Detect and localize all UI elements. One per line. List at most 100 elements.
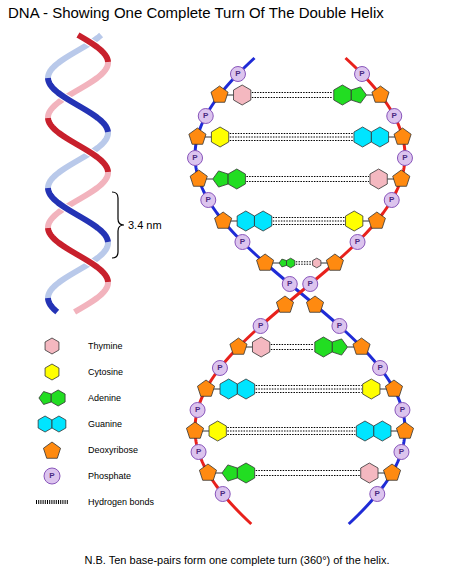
helix-strand-front [48, 228, 108, 282]
base [354, 127, 389, 147]
phosphate-circle [332, 319, 347, 334]
base-ring [354, 127, 371, 147]
phosphate-label: P [220, 489, 225, 498]
legend-line [36, 500, 68, 504]
hydrogen-bond [252, 97, 333, 98]
legend-text: Hydrogen bonds [88, 497, 154, 507]
legend-ring [52, 416, 66, 432]
base-pairs [186, 85, 413, 483]
deoxyribose-sugar [215, 212, 232, 228]
phosphate-label: P [399, 447, 404, 456]
helix-strand-front [48, 188, 108, 242]
hydrogen-bond [230, 133, 353, 134]
hydrogen-bond [273, 224, 345, 225]
base-ring [374, 421, 391, 441]
phosphate-label: P [359, 69, 364, 78]
hydrogen-bond [230, 137, 353, 138]
phosphate-circle [212, 361, 227, 376]
phosphate-label: P [377, 363, 382, 372]
legend-circle [44, 468, 60, 484]
deoxyribose-sugar [353, 338, 370, 354]
legend-text: Guanine [88, 419, 122, 429]
phosphate-circle [253, 319, 268, 334]
base-ring [222, 465, 237, 481]
base [334, 85, 367, 105]
base [370, 169, 387, 189]
phosphate-label: P [392, 111, 397, 120]
legend-text: Adenine [88, 393, 121, 403]
phosphate-circle [201, 193, 216, 208]
base [363, 379, 380, 399]
helix-strand-edge [48, 118, 108, 172]
base [346, 211, 363, 231]
legend-swatch [30, 490, 74, 514]
base-ring [252, 337, 269, 357]
base-ring [286, 258, 294, 268]
base [361, 463, 378, 483]
legend-ring [45, 338, 59, 354]
deoxyribose-sugar [306, 296, 323, 312]
hydrogen-bond [252, 92, 333, 93]
phosphate-circle [191, 445, 206, 460]
base-ring [279, 259, 286, 267]
base [356, 421, 391, 441]
phosphate-label: P [235, 69, 240, 78]
base [209, 421, 226, 441]
legend-ring [45, 364, 59, 380]
phosphate-circle [355, 67, 370, 82]
helix-strand-front [48, 298, 57, 312]
dimension-label: 3.4 nm [128, 219, 162, 232]
legend-text: Deoxyribose [88, 445, 138, 455]
deoxyribose-sugar [385, 380, 402, 396]
base-ring [313, 258, 321, 268]
hydrogen-bond [227, 434, 355, 435]
legend-swatch [30, 334, 74, 358]
phosphate-label: P [308, 279, 313, 288]
base-ring [237, 463, 254, 483]
phosphate-label: P [192, 153, 197, 162]
phosphate-circle [235, 235, 250, 250]
phosphate-circle [215, 487, 230, 502]
base [279, 258, 295, 268]
legend-ring [39, 392, 51, 405]
phosphate-label: P [240, 237, 245, 246]
base-ring [220, 379, 237, 399]
legend-swatch [30, 360, 74, 384]
hydrogen-bond [256, 385, 362, 386]
deoxyribose-sugar [257, 254, 274, 270]
helix-detail [186, 58, 413, 524]
phosphate-label: P [375, 489, 380, 498]
legend-ring [38, 416, 52, 432]
hydrogen-bond [271, 349, 314, 350]
helix-strand-edge [48, 228, 108, 282]
deoxyribose-sugar [372, 86, 389, 102]
phosphate-circle [394, 445, 409, 460]
deoxyribose-sugar [211, 86, 228, 102]
phosphate-circle [395, 403, 410, 418]
base-ring [346, 211, 363, 231]
phosphate-circle [350, 235, 365, 250]
legend-text: Phosphate [88, 471, 131, 481]
phosphate-circle [230, 67, 245, 82]
base-ring [315, 337, 332, 357]
phosphate-label: P [287, 279, 292, 288]
base-ring [363, 379, 380, 399]
hydrogen-bond [273, 217, 345, 218]
base-ring [237, 211, 254, 231]
phosphate-label: P [203, 111, 208, 120]
base-ring [209, 421, 226, 441]
hydrogen-bond [256, 470, 360, 471]
deoxyribose-sugar [199, 464, 216, 480]
base [237, 211, 272, 231]
deoxyribose-sugar [189, 128, 206, 144]
hydrogen-bond [246, 181, 369, 182]
legend-swatch [30, 412, 74, 436]
legend-text: Thymine [88, 341, 123, 351]
base-ring [370, 169, 387, 189]
phosphate-label: P [355, 237, 360, 246]
legend-text: Cytosine [88, 367, 123, 377]
phosphate-label: P [49, 471, 54, 480]
base-ring [334, 85, 351, 105]
legend-ring [51, 390, 65, 406]
